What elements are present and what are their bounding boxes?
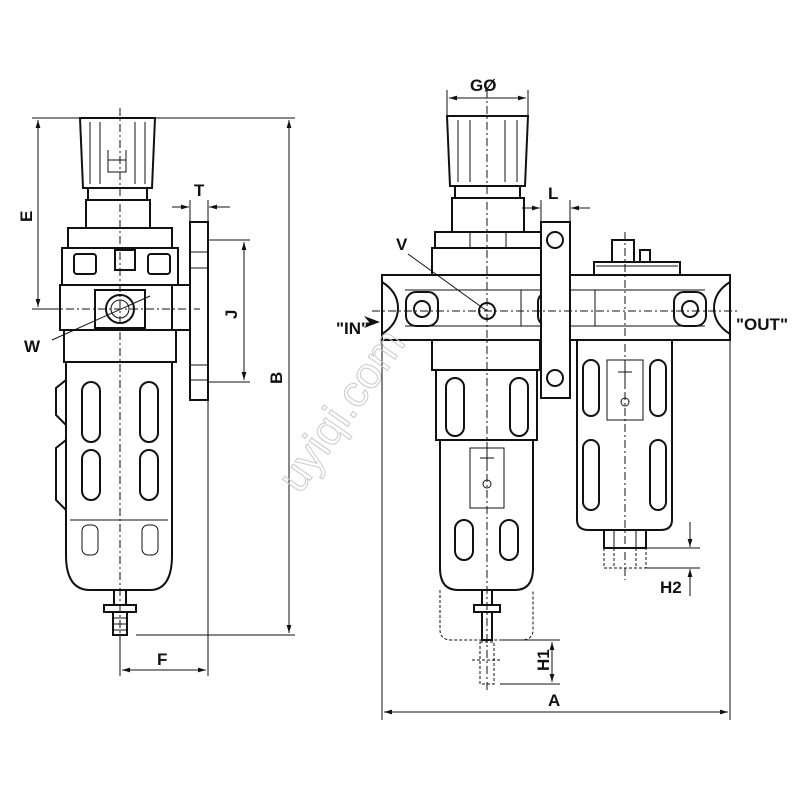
dimension-g: GØ (446, 76, 529, 116)
front-view-knob (434, 115, 543, 249)
label-v: V (396, 235, 408, 254)
in-port-marker: "IN" (336, 316, 380, 338)
leader-w: W (24, 295, 151, 356)
side-view: E T J W B (17, 108, 295, 676)
label-out: "OUT" (736, 315, 788, 334)
leader-v: V (396, 235, 488, 312)
front-view-lubricator-head (593, 239, 681, 276)
dimension-b: B (136, 117, 295, 636)
label-t: T (194, 181, 205, 200)
front-view-regulator-body (431, 247, 546, 276)
label-h1: H1 (534, 649, 553, 671)
label-e: E (17, 211, 36, 222)
dimension-t: T (172, 181, 230, 222)
front-view-filter-bowl (431, 339, 541, 685)
side-view-bowl (55, 361, 173, 636)
dimension-e: E (17, 117, 80, 310)
label-j: J (222, 310, 241, 319)
label-a: A (548, 691, 560, 710)
dimension-f: F (119, 400, 209, 676)
in-arrow-icon (364, 316, 380, 328)
front-view-lubricator-bowl (576, 339, 673, 569)
dimension-l: L (522, 184, 590, 222)
label-f: F (157, 650, 167, 669)
side-view-bracket (171, 221, 209, 401)
label-g: GØ (470, 76, 496, 95)
dimension-j: J (208, 239, 250, 383)
label-in: "IN" (336, 319, 369, 338)
label-h2: H2 (660, 578, 682, 597)
label-b: B (267, 372, 286, 384)
side-view-knob (78, 117, 157, 229)
label-w: W (24, 337, 41, 356)
label-l: L (548, 184, 558, 203)
watermark: uyiqi.com (268, 320, 415, 500)
dimension-h1: H1 (500, 639, 560, 685)
dimension-a: A (381, 340, 731, 720)
dimension-h2: H2 (646, 522, 700, 597)
front-view-bracket (540, 221, 571, 399)
front-view: GØ L V "IN" "OUT" H2 (336, 76, 788, 720)
